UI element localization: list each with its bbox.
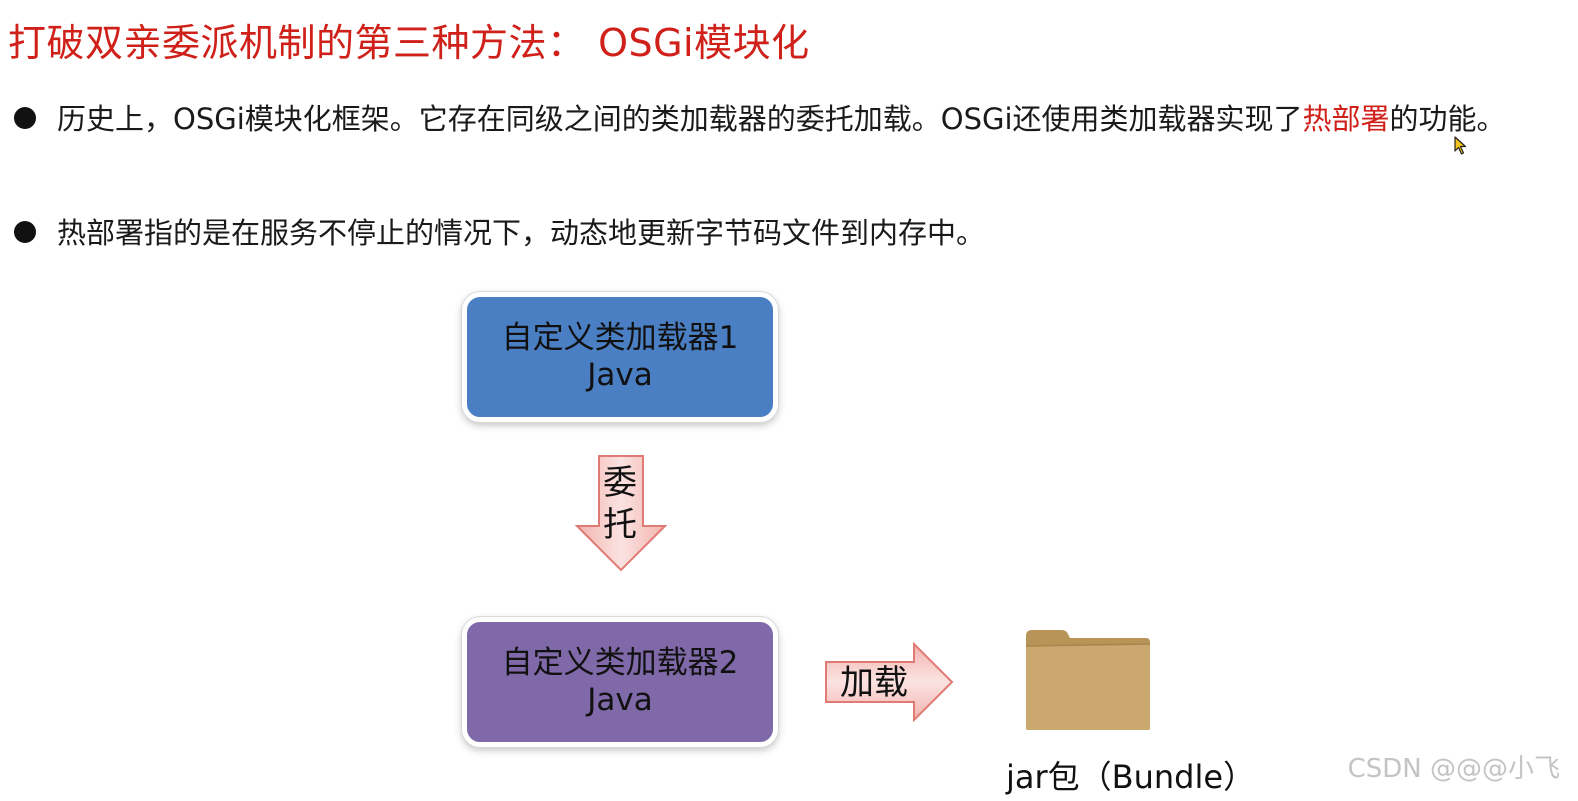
bullet-text-after: 的功能。 bbox=[1389, 102, 1506, 136]
bullet-text: 热部署指的是在服务不停止的情况下，动态地更新字节码文件到内存中。 bbox=[57, 216, 986, 250]
watermark: CSDN @@@小飞 bbox=[1347, 754, 1560, 784]
jar-bundle-label: jar包（Bundle） bbox=[1006, 758, 1256, 796]
delegate-label: 委托 bbox=[603, 463, 637, 545]
loader2-lang: Java bbox=[587, 682, 653, 718]
bullet-item-hot-deploy: 热部署指的是在服务不停止的情况下，动态地更新字节码文件到内存中。 bbox=[14, 204, 1569, 262]
bullet-dot bbox=[14, 221, 36, 243]
load-right-arrow bbox=[825, 641, 954, 723]
slide-title: 打破双亲委派机制的第三种方法： OSGi模块化 bbox=[8, 21, 810, 65]
custom-classloader-1-box: 自定义类加载器1 Java bbox=[462, 292, 778, 422]
bullet-item-history: 历史上，OSGi模块化框架。它存在同级之间的类加载器的委托加载。OSGi还使用类… bbox=[14, 90, 1569, 148]
loader1-lang: Java bbox=[587, 357, 653, 393]
load-label: 加载 bbox=[840, 663, 908, 703]
loader1-name: 自定义类加载器1 bbox=[501, 320, 739, 356]
loader2-name: 自定义类加载器2 bbox=[501, 645, 739, 681]
bullet-text-before: 历史上，OSGi模块化框架。它存在同级之间的类加载器的委托加载。OSGi还使用类… bbox=[57, 102, 1303, 136]
custom-classloader-2-box: 自定义类加载器2 Java bbox=[462, 617, 778, 747]
hot-deploy-highlight: 热部署 bbox=[1302, 102, 1390, 136]
bullet-dot bbox=[14, 107, 36, 129]
mouse-pointer-icon bbox=[1454, 136, 1467, 155]
folder-icon bbox=[1025, 630, 1151, 730]
bullet-text: 历史上，OSGi模块化框架。它存在同级之间的类加载器的委托加载。OSGi还使用类… bbox=[57, 90, 1569, 148]
delegate-down-arrow bbox=[574, 455, 668, 572]
